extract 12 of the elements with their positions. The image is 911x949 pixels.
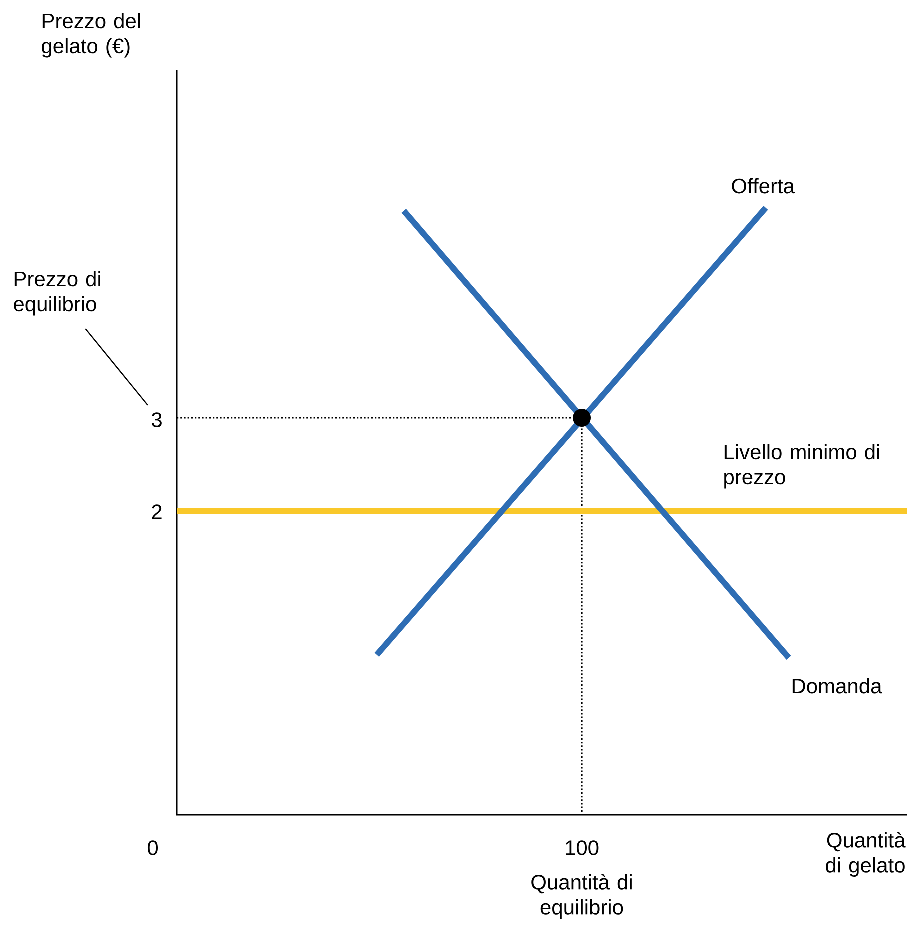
axis-label: Quantità di gelato bbox=[826, 832, 906, 878]
curve-label: Domanda bbox=[792, 678, 882, 694]
curve-label: Offerta bbox=[732, 178, 796, 194]
curve-label: Livello minimo di prezzo bbox=[724, 444, 880, 489]
tick-label: 0 bbox=[148, 840, 158, 856]
axis-label: Quantità di equilibrio bbox=[532, 874, 632, 920]
axis-label: 3 bbox=[152, 412, 162, 428]
axis-label: Prezzo del gelato (€) bbox=[42, 13, 140, 58]
leader-line bbox=[85, 328, 148, 406]
tick-label: 100 bbox=[566, 840, 599, 856]
tick-label: 2 bbox=[152, 504, 162, 520]
axis-label: Prezzo di equilibrio bbox=[14, 271, 100, 316]
